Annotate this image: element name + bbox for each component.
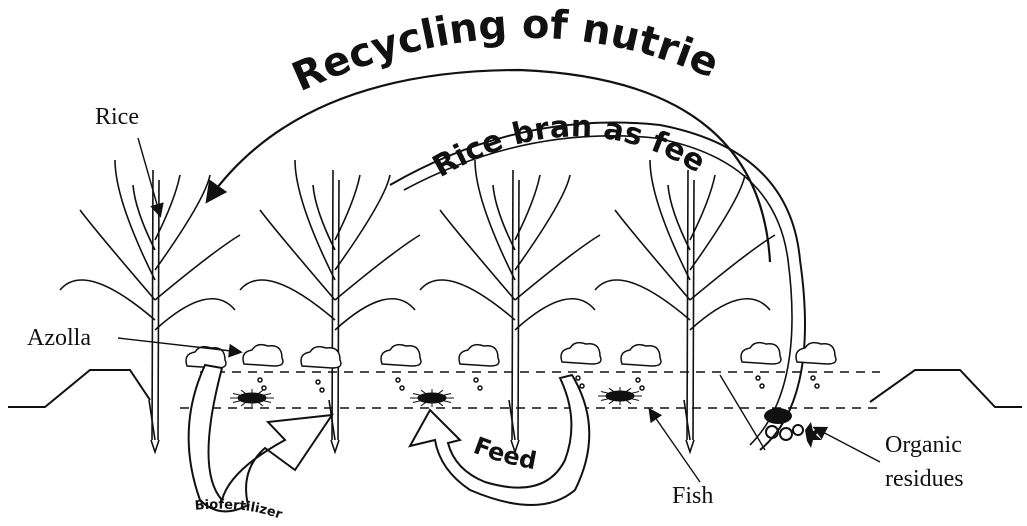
azolla-plant: [741, 343, 781, 388]
rice-label: Rice: [95, 104, 139, 130]
biofertilizer-arrow: [189, 365, 332, 511]
fish: [230, 389, 274, 407]
biofertilizer-label: Biofertilizer: [194, 498, 284, 523]
fish: [598, 387, 642, 405]
fish-label: Fish: [672, 483, 713, 509]
azolla-plant: [621, 345, 661, 390]
azolla-plants: [186, 343, 836, 392]
feed-label: Feed: [470, 431, 539, 475]
azolla-plant: [459, 345, 499, 390]
azolla-plant: [301, 347, 341, 392]
azolla-label: Azolla: [27, 325, 91, 351]
recycling-label: Recycling of nutrients: [0, 0, 725, 101]
fish: [410, 389, 454, 407]
azolla-plant: [243, 345, 283, 390]
organic-label-line2: residues: [885, 466, 964, 492]
organic-residue-cluster: [764, 408, 822, 448]
organic-label-line1: Organic: [885, 432, 962, 458]
paddy-field: [8, 370, 1022, 408]
azolla-plant: [381, 345, 421, 390]
